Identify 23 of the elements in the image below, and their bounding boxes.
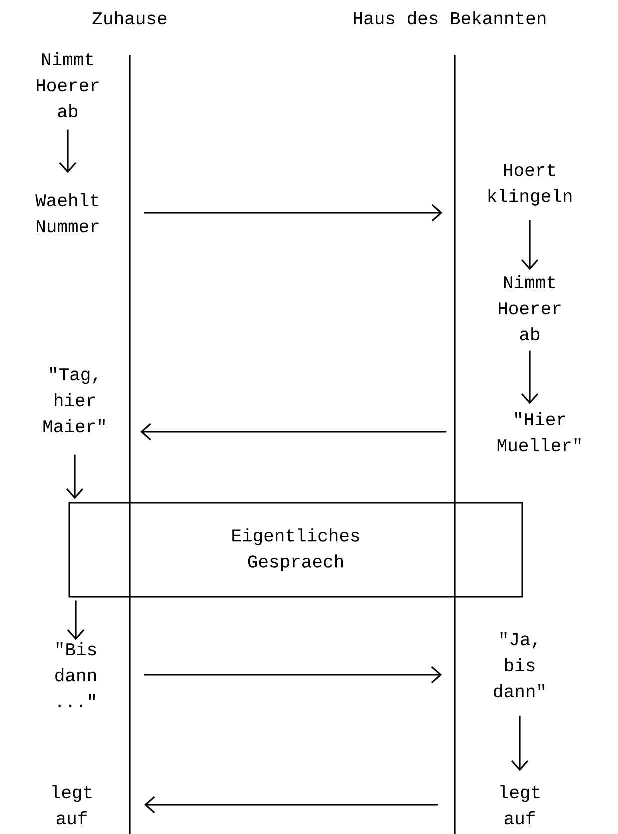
step-text: legt auf — [52, 785, 92, 825]
step-text: Hoert klingeln — [488, 164, 572, 206]
arrow — [140, 423, 447, 441]
arrow — [66, 454, 84, 500]
step-text: "Ja, bis dann" — [494, 632, 545, 698]
arrow — [521, 350, 539, 404]
step-text: Waehlt Nummer — [36, 193, 99, 233]
arrow — [511, 716, 529, 772]
step-text: Nimmt Hoerer ab — [37, 52, 99, 118]
step-text: "Tag, hier Maier" — [44, 367, 105, 433]
process-box: Eigentliches Gespraech — [68, 502, 524, 598]
arrow — [59, 130, 77, 174]
column-header: Zuhause — [92, 11, 167, 25]
step-text: "Bis dann ..." — [56, 642, 96, 708]
arrow — [144, 204, 443, 222]
step-text: Nimmt Hoerer ab — [499, 275, 561, 341]
column-header: Haus des Bekannten — [354, 11, 546, 25]
step-text: legt auf — [500, 785, 540, 825]
step-text: "Hier Mueller" — [498, 412, 581, 452]
arrow — [67, 600, 85, 640]
arrow — [521, 220, 539, 270]
arrow — [144, 796, 438, 814]
arrow — [144, 666, 442, 684]
